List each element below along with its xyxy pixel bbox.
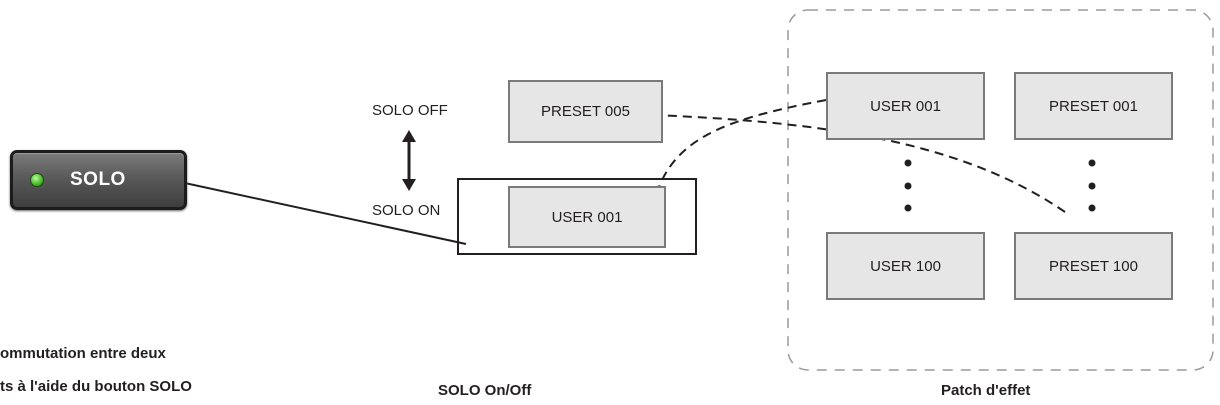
led-indicator-icon xyxy=(30,173,44,187)
patch-group-frame xyxy=(787,9,1214,371)
patch-box-solo-on: USER 001 xyxy=(508,186,666,248)
caption-middle: SOLO On/Off xyxy=(438,382,532,399)
patch-box-label: PRESET 100 xyxy=(1049,257,1138,275)
ellipsis-right xyxy=(1088,159,1096,212)
caption-left-line1: ommutation entre deux xyxy=(0,345,166,362)
patch-box-label: PRESET 005 xyxy=(541,103,630,120)
caption-right: Patch d'effet xyxy=(941,382,1031,399)
patch-box-solo-off: PRESET 005 xyxy=(508,80,663,143)
patch-box-user-001: USER 001 xyxy=(826,72,985,140)
patch-box-preset-100: PRESET 100 xyxy=(1014,232,1173,300)
patch-box-label: USER 001 xyxy=(870,97,941,115)
solo-on-selection-frame xyxy=(457,178,697,255)
solo-button[interactable]: SOLO xyxy=(10,150,187,210)
patch-box-label: PRESET 001 xyxy=(1049,97,1138,115)
caption-left-line2: ts à l'aide du bouton SOLO xyxy=(0,378,192,395)
solo-on-label: SOLO ON xyxy=(372,202,441,219)
toggle-arrow-icon xyxy=(402,130,416,191)
solo-off-label: SOLO OFF xyxy=(372,102,448,119)
patch-box-label: USER 100 xyxy=(870,257,941,275)
patch-box-preset-001: PRESET 001 xyxy=(1014,72,1173,140)
ellipsis-left xyxy=(904,159,912,212)
solo-connector-line xyxy=(170,179,467,245)
solo-button-label: SOLO xyxy=(70,169,126,190)
patch-box-user-100: USER 100 xyxy=(826,232,985,300)
patch-box-label: USER 001 xyxy=(551,208,623,226)
